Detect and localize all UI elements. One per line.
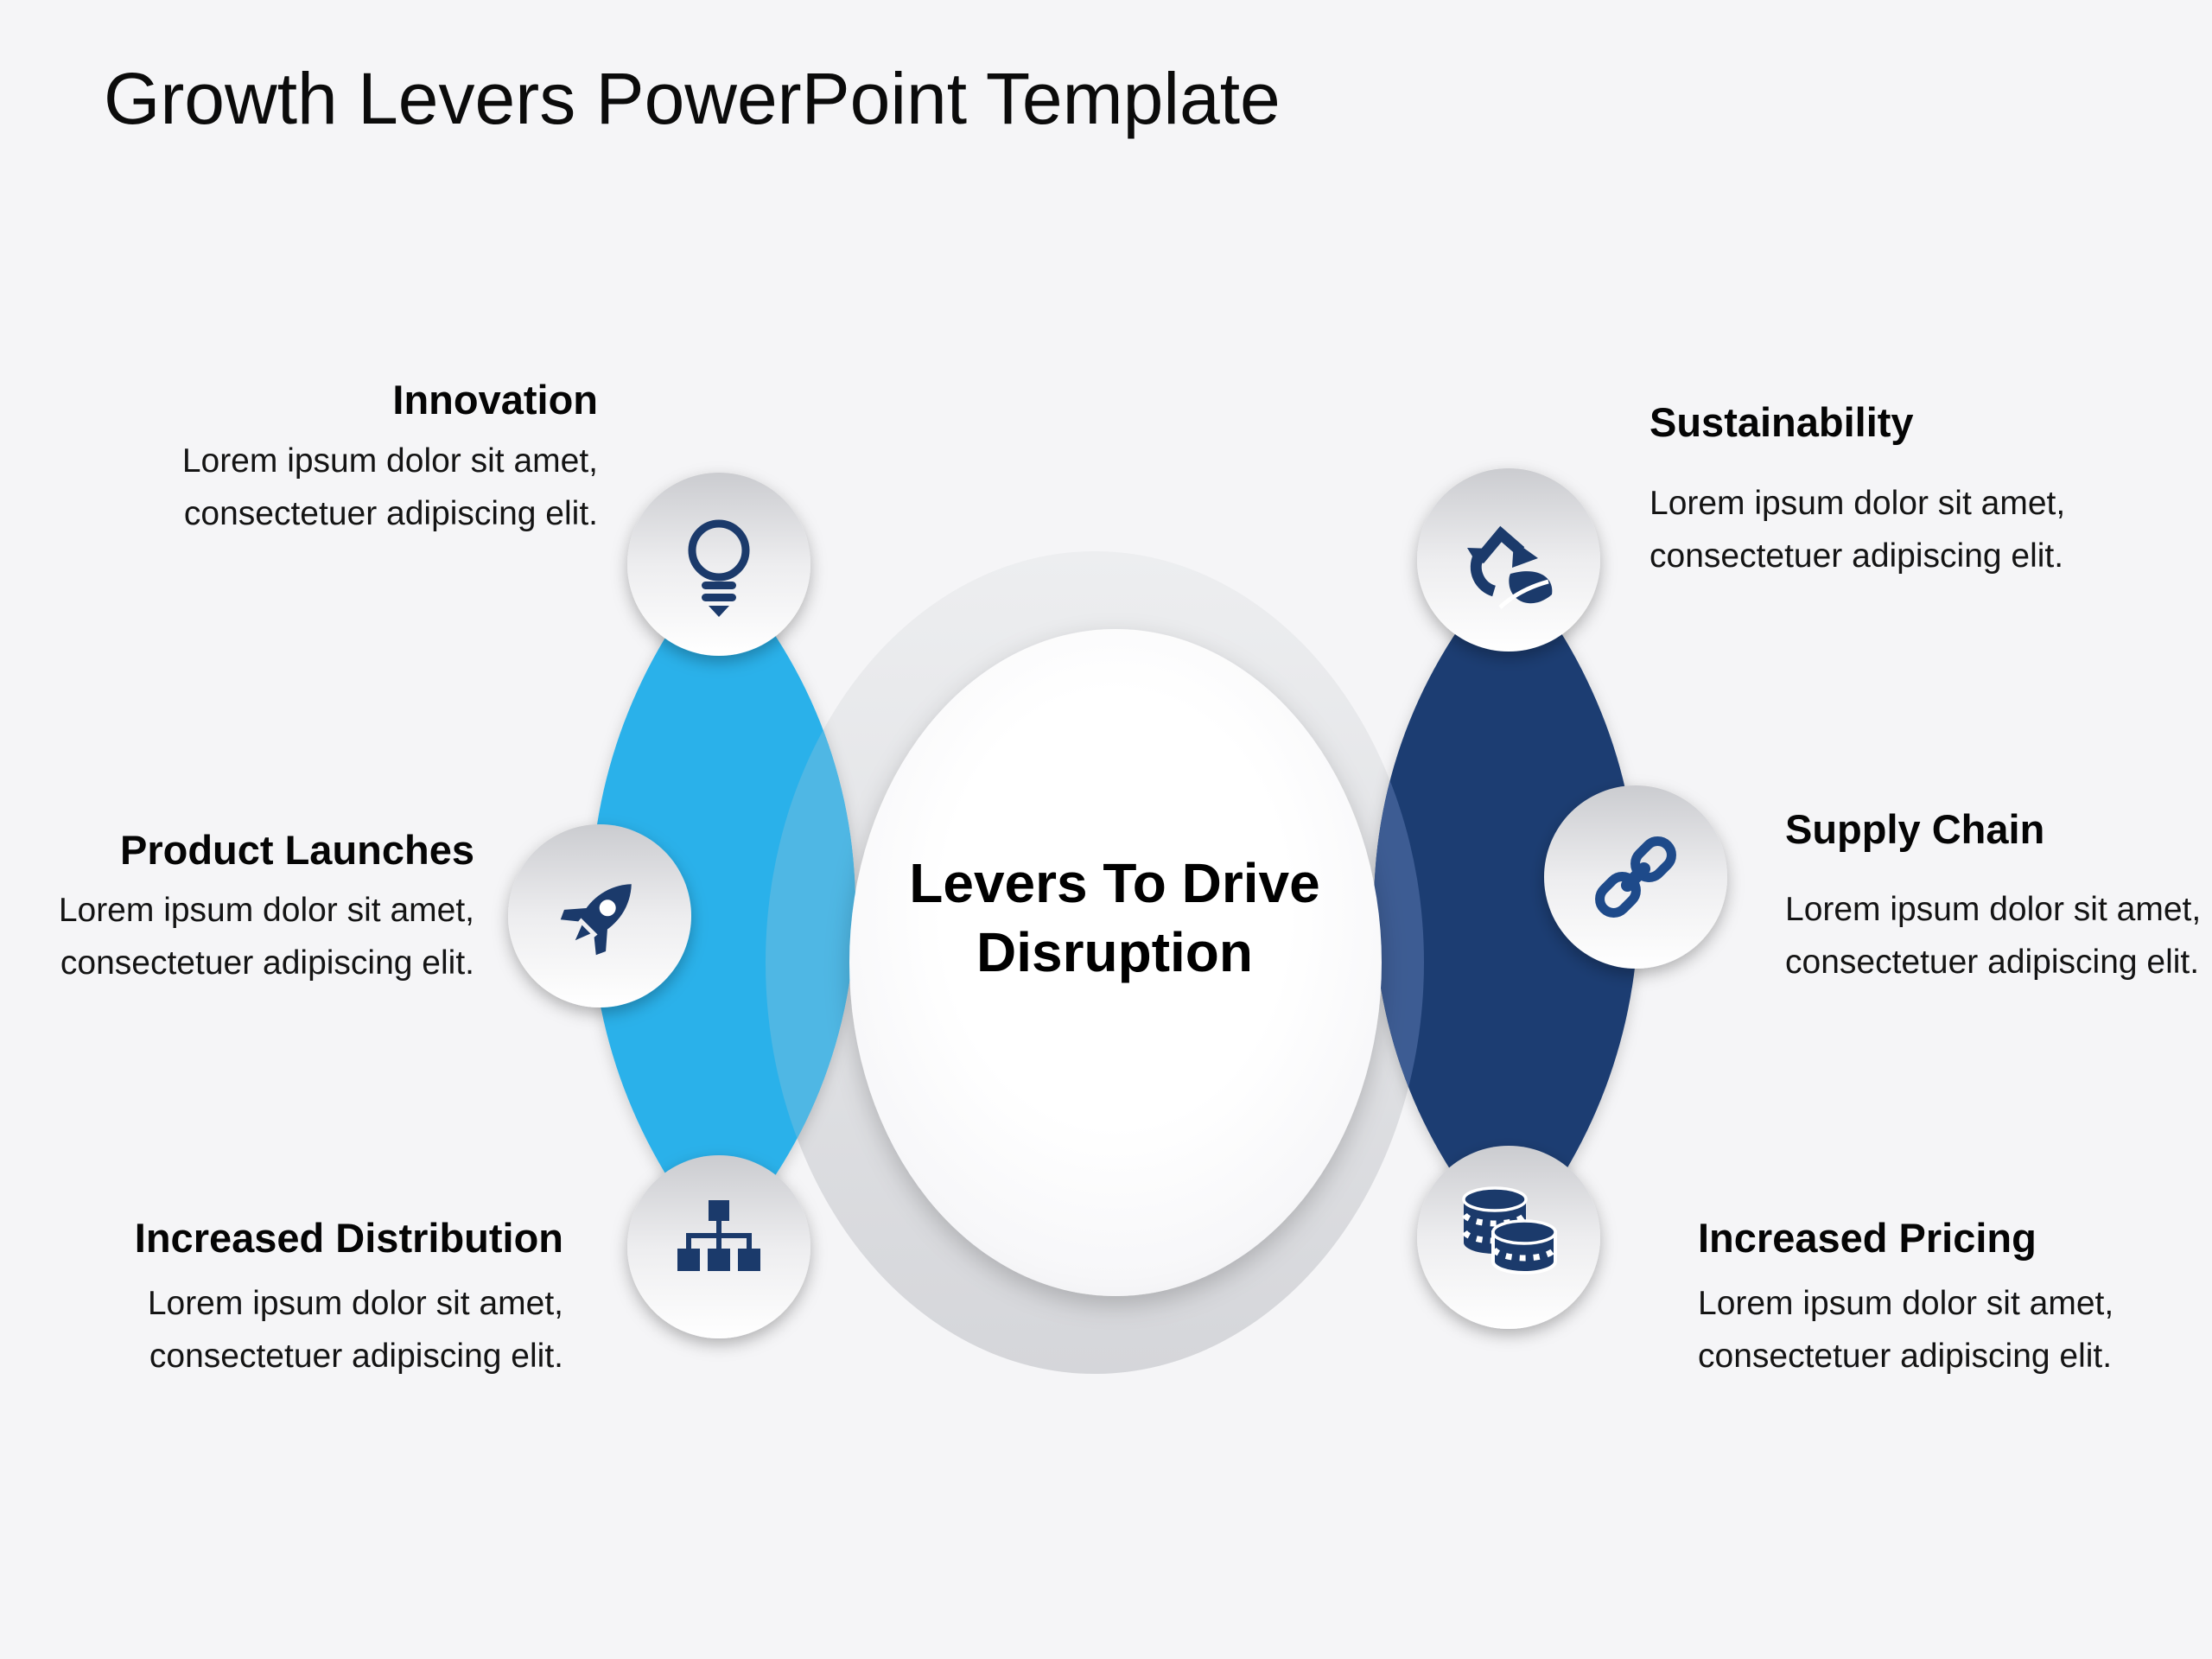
item-heading-innovation: Innovation [392, 377, 598, 423]
recycle-leaf-icon [1467, 525, 1553, 609]
lightbulb-icon [688, 519, 750, 617]
increased-pricing-icon-circle [1417, 1146, 1600, 1329]
item-body-product-launches: Lorem ipsum dolor sit amet, consectetuer… [58, 892, 474, 982]
sustainability-icon-circle [1417, 468, 1600, 652]
innovation-icon-circle [627, 473, 810, 656]
chain-link-icon [1595, 836, 1676, 918]
item-heading-increased-distribution: Increased Distribution [134, 1215, 563, 1261]
rocket-icon [560, 884, 632, 956]
center-label-line2: Disruption [976, 921, 1253, 983]
item-heading-sustainability: Sustainability [1649, 399, 1914, 445]
item-body-increased-distribution: Lorem ipsum dolor sit amet, consectetuer… [147, 1285, 563, 1375]
right-crescent [1374, 564, 1639, 1247]
center-label: Levers To Drive Disruption [855, 849, 1374, 987]
supply-chain-icon-circle [1544, 785, 1727, 969]
item-body-supply-chain: Lorem ipsum dolor sit amet, consectetuer… [1785, 891, 2202, 981]
item-body-sustainability: Lorem ipsum dolor sit amet, consectetuer… [1649, 485, 2066, 575]
item-body-innovation: Lorem ipsum dolor sit amet, consectetuer… [181, 442, 598, 532]
item-heading-product-launches: Product Launches [119, 827, 474, 873]
coins-icon [1462, 1186, 1557, 1274]
item-heading-supply-chain: Supply Chain [1785, 806, 2045, 852]
item-heading-increased-pricing: Increased Pricing [1698, 1215, 2037, 1261]
sitemap-icon [677, 1200, 760, 1271]
center-circle [849, 629, 1382, 1296]
page-title: Growth Levers PowerPoint Template [104, 58, 1281, 139]
increased-distribution-icon-circle [627, 1155, 810, 1338]
center-label-line1: Levers To Drive [909, 852, 1320, 914]
item-body-increased-pricing: Lorem ipsum dolor sit amet, consectetuer… [1698, 1285, 2114, 1375]
product-launches-icon-circle [508, 824, 691, 1007]
